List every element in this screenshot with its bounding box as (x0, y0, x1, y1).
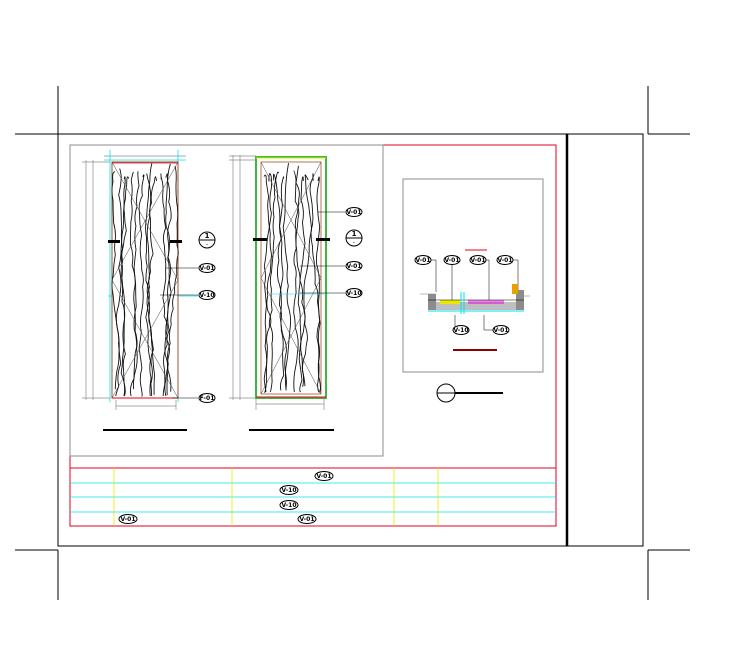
section-title-underline (453, 349, 497, 351)
tag-v01: V-01 (297, 514, 317, 524)
drawing-title-symbol (436, 383, 503, 403)
svg-text:V-10: V-10 (453, 327, 468, 334)
svg-text:V-10: V-10 (346, 290, 361, 297)
crop-marks (15, 86, 690, 600)
section-mark-b: 1 - (345, 229, 363, 247)
diagonal-line (260, 277, 322, 395)
grain-line (160, 173, 169, 396)
svg-text:V-01: V-01 (415, 257, 430, 264)
svg-text:V-01: V-01 (470, 257, 485, 264)
title-underline-a (103, 429, 187, 431)
tag-v01: V-01 (492, 325, 510, 335)
tag-v10: V-10 (279, 500, 299, 510)
svg-text:V-01: V-01 (346, 209, 361, 216)
tag-v01: V-01 (345, 207, 363, 217)
section-mark-a: 1 - (198, 231, 216, 249)
material-schedule: V-01 V-10 V-10 V-01 V-01 (70, 467, 556, 526)
diagonal-line (111, 279, 179, 399)
tag-v01: V-01 (345, 261, 363, 271)
svg-text:V-10: V-10 (281, 487, 296, 494)
tag-f01: F-01 (198, 393, 216, 403)
diagonal-line (111, 161, 179, 281)
svg-text:V-10: V-10 (281, 502, 296, 509)
tag-v01: V-01 (414, 255, 432, 265)
grain-line (138, 174, 145, 397)
section-detail-frame (402, 178, 544, 373)
tag-v10: V-10 (452, 325, 470, 335)
grain-line (263, 174, 274, 393)
elevation-b: 1 - V-01 V-01 V-10 (229, 155, 363, 431)
tag-v10: V-10 (279, 485, 299, 495)
svg-text:V-01: V-01 (444, 257, 459, 264)
tag-v01: V-01 (118, 514, 138, 524)
tag-v01: V-01 (314, 471, 334, 481)
section-sheet: - (206, 241, 208, 248)
grain-line (146, 176, 157, 395)
grain-line (282, 163, 292, 391)
svg-text:V-01: V-01 (493, 327, 508, 334)
svg-text:V-01: V-01 (299, 516, 314, 523)
svg-text:V-01: V-01 (120, 516, 135, 523)
svg-text:V-01: V-01 (497, 257, 512, 264)
grain-line (279, 176, 287, 390)
tag-v01: V-01 (198, 263, 216, 273)
section-strip (420, 284, 530, 314)
grain-line (316, 176, 321, 393)
svg-text:V-01: V-01 (199, 265, 214, 272)
dimension-lines (82, 155, 186, 410)
svg-text:F-01: F-01 (200, 395, 215, 402)
section-sheet: - (353, 239, 355, 246)
sheet-frame (57, 133, 644, 547)
elevation-panel-frame (69, 144, 384, 457)
section-detail: V-01 V-01 V-01 V-01 (402, 178, 544, 373)
grain-line (299, 176, 308, 387)
grain-line (263, 171, 280, 393)
section-number: 1 (205, 232, 210, 240)
wood-grain-a (111, 161, 179, 399)
tag-v01: V-01 (443, 255, 461, 265)
grain-line (162, 173, 172, 397)
grain-line (300, 174, 313, 387)
grain-line (309, 173, 321, 393)
tag-v01: V-01 (469, 255, 487, 265)
grain-line (164, 166, 179, 397)
svg-text:V-01: V-01 (316, 473, 331, 480)
svg-text:V-10: V-10 (199, 292, 214, 299)
wood-grain-b (260, 161, 322, 395)
wood-panel-b-frame (255, 156, 327, 399)
dimension-lines (229, 155, 325, 410)
grain-line (165, 163, 172, 392)
diagonal-line (260, 161, 322, 279)
grain-line (118, 168, 126, 396)
elevation-a: 1 - V-01 V-10 F-01 (82, 150, 216, 431)
grain-line (115, 176, 126, 397)
section-number: 1 (352, 230, 357, 238)
tag-v10: V-10 (345, 288, 363, 298)
svg-text:V-01: V-01 (346, 263, 361, 270)
tag-v10: V-10 (198, 290, 216, 300)
grain-line (145, 162, 153, 397)
grain-line (111, 171, 120, 390)
grain-line (120, 176, 130, 397)
tag-v01: V-01 (496, 255, 514, 265)
title-underline-b (249, 429, 334, 431)
